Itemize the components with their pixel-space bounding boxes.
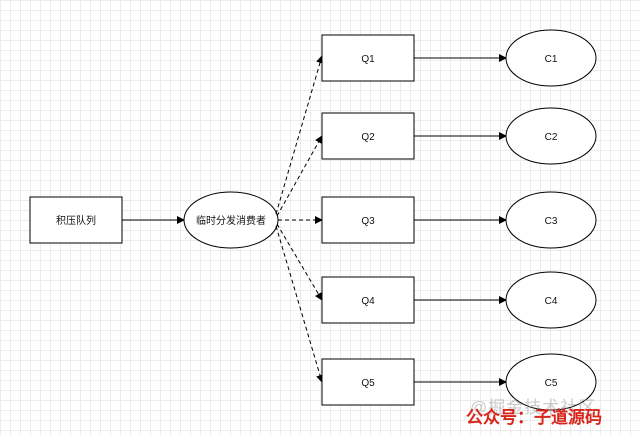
consumer-node-c5: C5 — [505, 353, 597, 411]
queue-node-q2: Q2 — [321, 112, 415, 160]
consumer-node-c4: C4 — [505, 271, 597, 329]
queue-node-q3: Q3 — [321, 196, 415, 244]
dispatcher-node: 临时分发消费者 — [183, 191, 279, 249]
consumer-node-c2: C2 — [505, 107, 597, 165]
edge-dispatcher-q4 — [276, 223, 323, 301]
consumer-node-c3: C3 — [505, 191, 597, 249]
queue-label: Q3 — [361, 216, 375, 227]
brand-watermark: 公众号：子道源码 — [466, 408, 602, 427]
source-node: 积压队列 — [29, 196, 123, 244]
edge-dispatcher-q2 — [276, 135, 323, 217]
queue-node-q5: Q5 — [321, 358, 415, 406]
queue-label: Q4 — [361, 296, 375, 307]
consumer-label: C1 — [545, 54, 558, 65]
edge-dispatcher-q1 — [275, 55, 324, 215]
consumer-label: C4 — [545, 296, 558, 307]
dispatcher-label: 临时分发消费者 — [196, 214, 266, 227]
queue-label: Q2 — [361, 132, 375, 143]
consumer-label: C3 — [545, 216, 558, 227]
queue-label: Q5 — [361, 378, 375, 389]
platform-watermark: @掘金技术社区 — [470, 398, 597, 417]
queue-node-q1: Q1 — [321, 34, 415, 82]
consumer-node-c1: C1 — [505, 29, 597, 87]
source-label: 积压队列 — [56, 214, 96, 227]
queue-label: Q1 — [361, 54, 375, 65]
edge-dispatcher-q5 — [275, 225, 324, 383]
consumer-label: C2 — [545, 132, 558, 143]
queue-node-q4: Q4 — [321, 276, 415, 324]
consumer-label: C5 — [545, 378, 558, 389]
